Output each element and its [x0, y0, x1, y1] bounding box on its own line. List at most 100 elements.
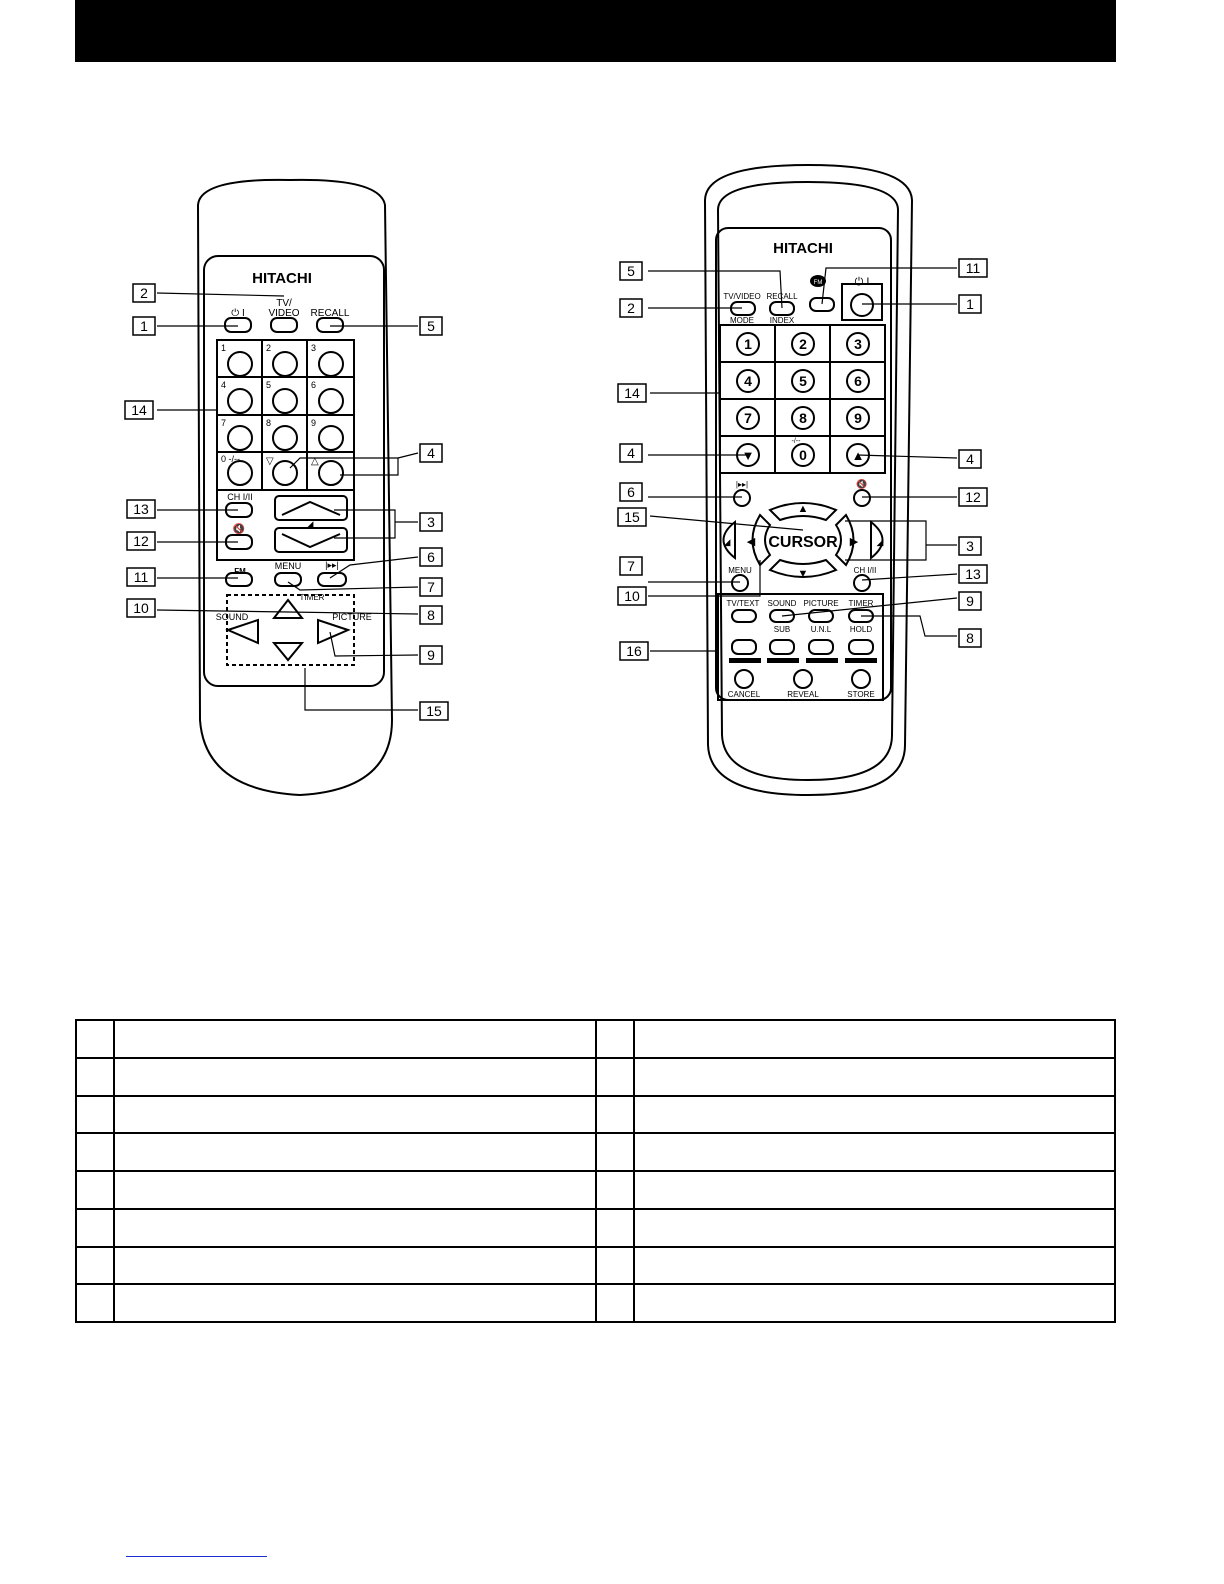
- fm-button[interactable]: [225, 572, 253, 587]
- fastext-blue-button[interactable]: [848, 639, 874, 655]
- digit-button-3[interactable]: [846, 332, 870, 356]
- index-label: INDEX: [770, 316, 795, 325]
- callout-3: 3: [958, 536, 982, 556]
- store-label: STORE: [847, 690, 874, 699]
- callout-6: 6: [419, 547, 443, 567]
- table-cell-number: [75, 1170, 115, 1210]
- program-down-button[interactable]: [272, 460, 298, 486]
- callout-16: 16: [619, 641, 649, 661]
- menu-button[interactable]: [274, 572, 302, 587]
- scan-button[interactable]: [317, 572, 347, 587]
- digit-label-9: 9: [311, 418, 316, 428]
- svg-text:15: 15: [624, 509, 640, 525]
- sound-button[interactable]: [769, 609, 795, 623]
- callout-4: 4: [619, 443, 643, 463]
- table-cell-description: [113, 1245, 597, 1286]
- cursor-left-button[interactable]: [225, 618, 259, 645]
- table-cell-number: [594, 1019, 635, 1059]
- svg-text:14: 14: [624, 385, 640, 401]
- fastext-red-button[interactable]: [731, 639, 757, 655]
- table-cell-description: [113, 1094, 597, 1135]
- picture-button[interactable]: [808, 609, 834, 623]
- table-row: [75, 1056, 1116, 1097]
- fm-label: FM: [234, 567, 246, 576]
- cursor-right-button[interactable]: [834, 513, 855, 567]
- hold-label: HOLD: [850, 625, 872, 634]
- callout-10: 10: [126, 598, 156, 618]
- digit-button-2[interactable]: [272, 351, 298, 377]
- callout-5: 5: [419, 316, 443, 336]
- digit-label-6: 6: [854, 373, 862, 389]
- callout-4: 4: [419, 443, 443, 463]
- digit-button-8[interactable]: [791, 406, 815, 430]
- tv-text-button[interactable]: [731, 609, 757, 623]
- digit-button-7[interactable]: [227, 425, 253, 451]
- svg-text:6: 6: [427, 549, 435, 565]
- digit-label-8: 8: [266, 418, 271, 428]
- fastext-green-button[interactable]: [769, 639, 795, 655]
- store-button[interactable]: [851, 669, 871, 689]
- menu-button[interactable]: [731, 574, 749, 592]
- scan-button[interactable]: [733, 489, 751, 507]
- table-cell-number: [594, 1056, 635, 1097]
- digit-button-4[interactable]: [736, 369, 760, 393]
- svg-text:10: 10: [133, 600, 149, 616]
- table-cell-description: [113, 1207, 597, 1248]
- reveal-button[interactable]: [793, 669, 813, 689]
- volume-up-button[interactable]: [274, 495, 348, 521]
- recall-button[interactable]: [316, 317, 344, 333]
- svg-text:15: 15: [426, 703, 442, 719]
- digit-button-4[interactable]: [227, 388, 253, 414]
- fastext-yellow-button[interactable]: [808, 639, 834, 655]
- digit-button-9[interactable]: [846, 406, 870, 430]
- digit-button-5[interactable]: [272, 388, 298, 414]
- footer-link-underline[interactable]: [126, 1556, 267, 1557]
- tv-video-label: TV/VIDEO: [723, 292, 760, 301]
- power-button[interactable]: [850, 293, 874, 317]
- cursor-up-button[interactable]: [768, 502, 838, 522]
- tv-video-button[interactable]: [270, 317, 298, 333]
- digit-button-6[interactable]: [318, 388, 344, 414]
- digit-button-2[interactable]: [791, 332, 815, 356]
- digit-button-8[interactable]: [272, 425, 298, 451]
- digit-button-1[interactable]: [227, 351, 253, 377]
- mute-button[interactable]: [853, 489, 871, 507]
- digit-button-7[interactable]: [736, 406, 760, 430]
- program-up-button[interactable]: [318, 460, 344, 486]
- table-cell-description: [632, 1019, 1116, 1059]
- cursor-up-button[interactable]: [271, 598, 305, 619]
- table-cell-number: [75, 1283, 115, 1323]
- callout-8: 8: [419, 605, 443, 625]
- digit-button-9[interactable]: [318, 425, 344, 451]
- picture-label: PICTURE: [332, 612, 372, 622]
- volume-up-button[interactable]: [870, 519, 884, 561]
- digit-label-0: 0: [799, 447, 807, 463]
- table-cell-number: [594, 1283, 635, 1323]
- digit-button-0[interactable]: [227, 460, 253, 486]
- digit-button-5[interactable]: [791, 369, 815, 393]
- remote-diagram-right: HITACHI TV/VIDEO MODE RECALL INDEX ⏻ I F…: [617, 163, 988, 797]
- cancel-button[interactable]: [734, 669, 754, 689]
- svg-text:4: 4: [627, 445, 635, 461]
- digit-button-0[interactable]: [791, 443, 815, 467]
- digit-button-1[interactable]: [736, 332, 760, 356]
- cursor-down-button[interactable]: [768, 558, 838, 578]
- svg-text:3: 3: [427, 514, 435, 530]
- svg-text:14: 14: [131, 402, 147, 418]
- volume-down-button[interactable]: [274, 527, 348, 553]
- callout-14: 14: [124, 400, 154, 420]
- volume-down-button[interactable]: [722, 519, 736, 561]
- digit-button-3[interactable]: [318, 351, 344, 377]
- power-button[interactable]: [224, 317, 252, 333]
- ch-1-11-button[interactable]: [853, 574, 871, 592]
- cursor-right-button[interactable]: [317, 618, 351, 645]
- digit-label-8: 8: [799, 410, 807, 426]
- cursor-label: CURSOR: [768, 534, 838, 551]
- color-bar: [767, 658, 799, 663]
- fm-button[interactable]: [809, 297, 835, 312]
- cursor-down-button[interactable]: [271, 642, 305, 662]
- digit-button-6[interactable]: [846, 369, 870, 393]
- power-label: ⏻ I: [855, 276, 870, 288]
- cursor-left-button[interactable]: [751, 513, 772, 567]
- table-cell-number: [75, 1094, 115, 1135]
